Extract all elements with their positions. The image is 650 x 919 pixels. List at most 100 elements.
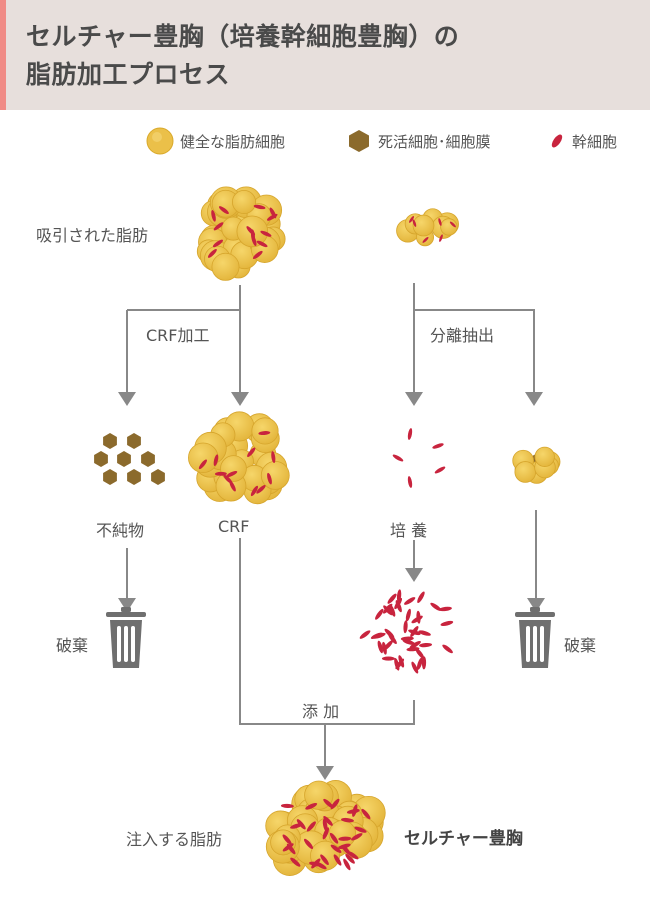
stem-cell	[407, 428, 413, 440]
separation-label: 分離抽出	[430, 326, 495, 345]
impurities-cluster	[94, 433, 165, 485]
stem-cell	[412, 219, 417, 227]
stem-cell	[341, 844, 351, 855]
discard-left-label: 破棄	[56, 636, 89, 655]
stem-cell	[370, 632, 383, 639]
stem-cell	[398, 655, 405, 668]
fat-cell-icon	[146, 127, 174, 155]
dead-cell-icon	[349, 130, 369, 152]
legend-stem-cells-label: 幹細胞	[572, 132, 618, 151]
stem-cell-icon	[551, 134, 563, 148]
dead-cell	[103, 433, 117, 449]
cultured-stem-cells	[359, 589, 454, 674]
stem-cell	[354, 826, 367, 833]
stem-cell	[207, 248, 217, 258]
stem-cell	[421, 656, 427, 670]
stem-cell	[271, 451, 276, 464]
stem-cell	[247, 447, 256, 458]
legend-healthy-fat-label: 健全な脂肪細胞	[180, 132, 286, 151]
stem-cell	[381, 656, 395, 661]
stem-cell	[387, 593, 397, 604]
fat-cell	[514, 461, 537, 483]
stem-cell	[422, 236, 429, 243]
stem-cell	[438, 606, 452, 612]
stem-cell	[329, 832, 339, 844]
stem-cell	[253, 204, 266, 210]
separation-split-arrows	[413, 283, 535, 392]
stem-cell	[246, 226, 256, 236]
stem-cells-before-culture	[392, 428, 446, 488]
stem-cell	[430, 602, 442, 611]
stem-cell	[415, 648, 425, 659]
arrow-icon	[231, 392, 249, 406]
stem-cell	[434, 466, 446, 474]
stem-cell	[267, 472, 272, 485]
dead-cell	[94, 451, 108, 467]
arrow-connectors	[126, 283, 537, 768]
trash-icon	[106, 607, 146, 668]
stem-cell	[345, 853, 355, 864]
stem-cell	[258, 431, 271, 436]
stem-cell	[361, 808, 371, 820]
stem-cell	[402, 639, 416, 645]
fat-cell	[328, 820, 357, 848]
stem-cell	[416, 610, 421, 624]
stem-cell	[322, 827, 330, 840]
stem-cell	[309, 861, 322, 867]
stem-cell	[198, 459, 207, 470]
stem-cell	[403, 620, 408, 634]
stem-cell	[442, 644, 453, 654]
stem-cell	[250, 485, 259, 497]
stem-cell	[251, 234, 257, 247]
stem-cell	[290, 857, 301, 867]
cellure-label: セルチャー豊胸	[404, 829, 523, 849]
legend-dead-cells-label: 死活細胞･細胞膜	[378, 132, 491, 151]
stem-cell	[432, 443, 444, 449]
legend-dead-cells: 死活細胞･細胞膜	[346, 127, 491, 155]
arrow-icon	[405, 568, 423, 582]
stem-cell	[392, 454, 404, 462]
stem-cell	[411, 661, 419, 674]
stem-cell	[212, 239, 223, 248]
stem-cell	[405, 608, 411, 622]
crf-processing-label: CRF加工	[146, 326, 210, 345]
discarded-fat-cluster	[512, 446, 561, 484]
stem-cell	[418, 630, 431, 636]
stem-cell	[407, 476, 413, 488]
stem-cell	[260, 230, 272, 237]
stem-cell	[305, 802, 318, 810]
arrow-icon	[405, 392, 423, 406]
crf-cluster	[188, 411, 290, 505]
stem-cell	[333, 854, 342, 866]
stem-cell	[383, 605, 393, 616]
stem-cell	[323, 798, 334, 809]
harvested-fat-cluster	[196, 186, 286, 281]
injected-fat-label: 注入する脂肪	[126, 830, 223, 849]
stem-cell	[256, 485, 266, 494]
arrow-icon	[118, 392, 136, 406]
title-line-1: セルチャー豊胸（培養幹細胞豊胸）の	[26, 22, 460, 51]
stem-cell	[303, 838, 314, 849]
fat-cell	[412, 214, 435, 237]
stem-cell	[322, 818, 328, 832]
stem-cell	[338, 836, 352, 841]
stem-cell	[213, 454, 219, 467]
stem-cell	[382, 641, 387, 655]
harvested-fat-label: 吸引された脂肪	[36, 226, 149, 245]
stem-cell	[290, 823, 303, 829]
trash-icon	[515, 607, 555, 668]
crf-label: CRF	[218, 517, 250, 536]
accent-bar	[0, 0, 6, 110]
stem-cell	[377, 640, 383, 654]
addition-label: 添 加	[302, 702, 340, 721]
stem-cell	[438, 218, 442, 226]
stem-cell	[439, 234, 443, 242]
stem-cell	[282, 834, 292, 845]
fat-cell	[188, 442, 219, 474]
culture-label: 培 養	[390, 521, 428, 540]
stem-cell	[214, 471, 227, 476]
stem-cell	[409, 216, 414, 223]
title-line-2: 脂肪加工プロセス	[26, 60, 231, 89]
fat-cell	[260, 461, 290, 490]
stem-cell	[323, 816, 333, 826]
